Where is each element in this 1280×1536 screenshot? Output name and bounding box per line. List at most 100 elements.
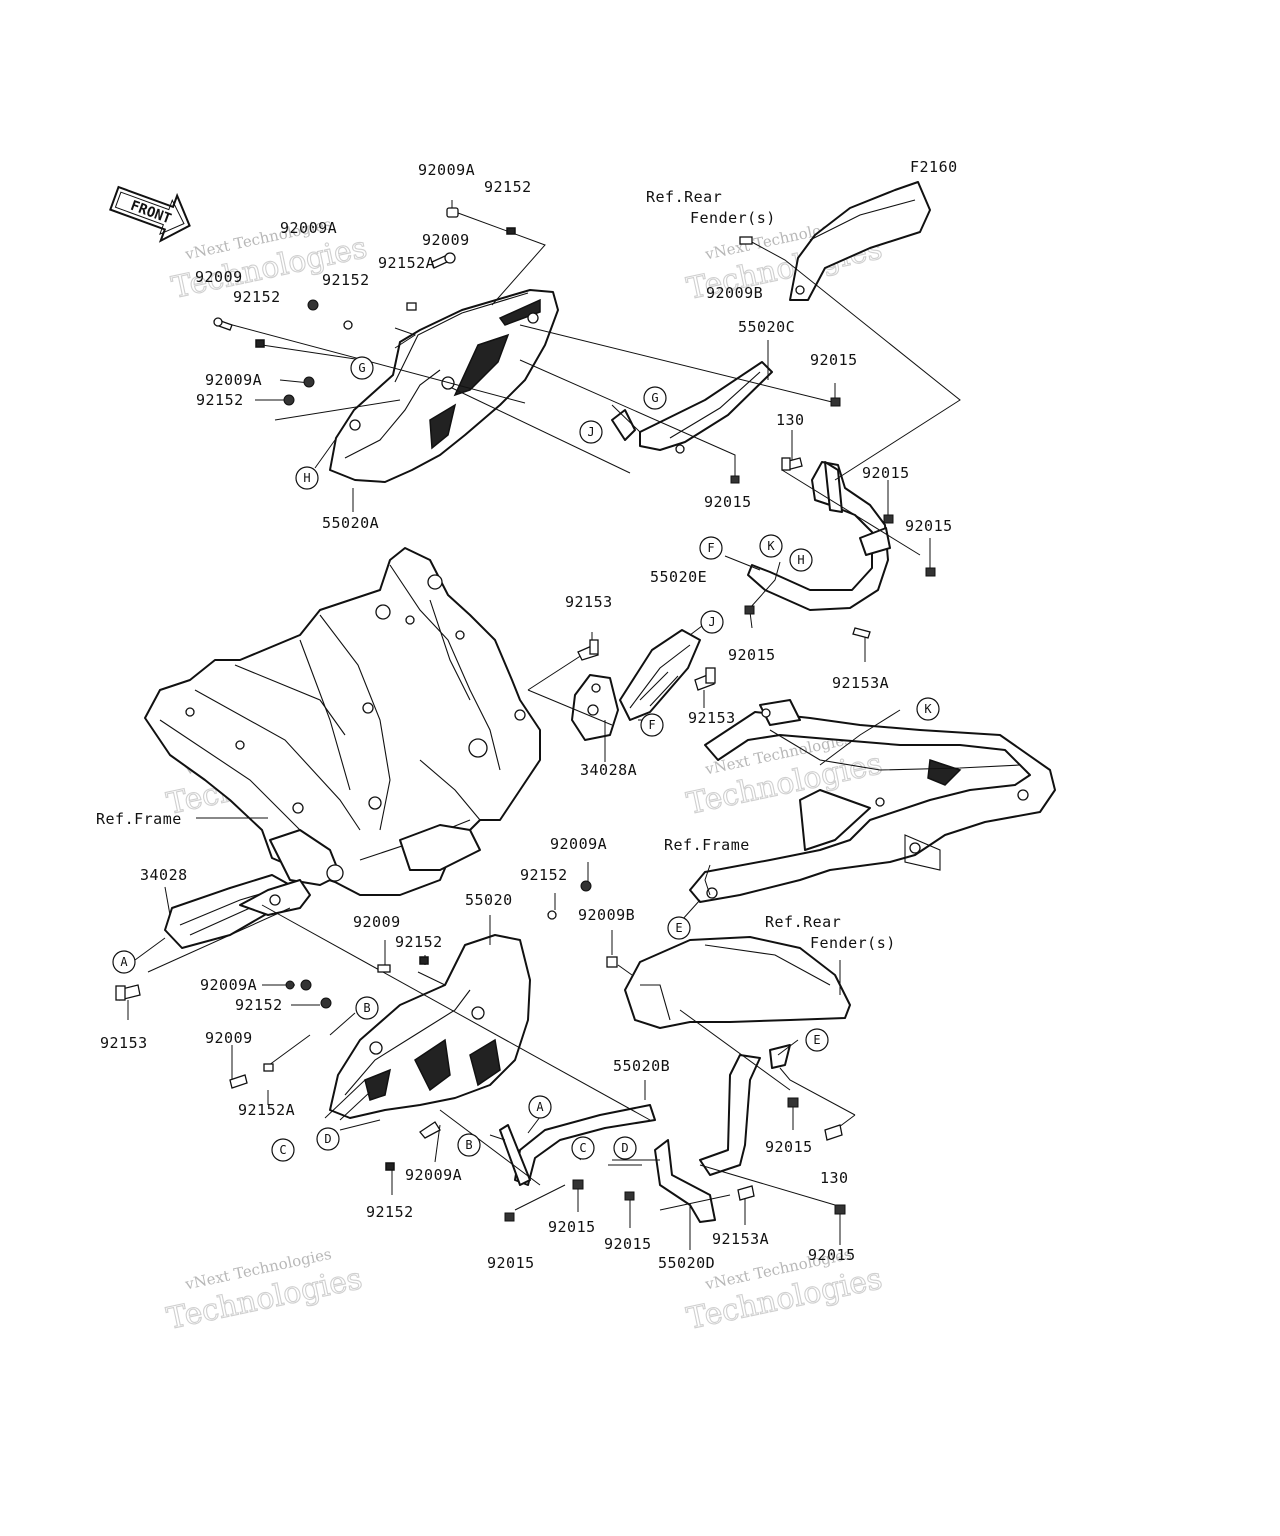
- callout-letter: F: [707, 541, 714, 555]
- bolt-icon: [824, 1124, 843, 1141]
- part-label: 55020B: [613, 1057, 670, 1075]
- side-cover-lower-55020: [329, 934, 531, 1119]
- part-label: 92015: [728, 646, 776, 664]
- side-cover-upper-55020A: [329, 289, 559, 483]
- callout-H: H: [295, 466, 319, 490]
- part-label: 55020D: [658, 1254, 715, 1272]
- part-label: 92015: [808, 1246, 856, 1264]
- part-label: Ref.Rear: [765, 913, 841, 931]
- callout-letter: A: [536, 1100, 544, 1114]
- part-label: 92152: [233, 288, 281, 306]
- part-label: 92009A: [418, 161, 475, 179]
- part-label: 92153A: [712, 1230, 769, 1248]
- washer-icon: [406, 302, 417, 311]
- part-label: 92015: [604, 1235, 652, 1253]
- rear-subframe: [689, 699, 1056, 903]
- bolt-icon: [115, 984, 141, 1001]
- callout-letter: C: [579, 1141, 586, 1155]
- callout-A: A: [112, 950, 136, 974]
- part-label: 92009A: [205, 371, 262, 389]
- callout-K: K: [916, 697, 940, 721]
- callout-letter: C: [279, 1143, 286, 1157]
- part-label: 92152: [196, 391, 244, 409]
- callout-letter: H: [797, 553, 804, 567]
- figure-code: F2160: [910, 158, 958, 176]
- part-label: 130: [820, 1169, 849, 1187]
- washer-icon: [547, 910, 557, 920]
- bolt-icon: [446, 207, 459, 218]
- part-label: 34028A: [580, 761, 637, 779]
- bolt-icon: [431, 252, 456, 269]
- callout-letter: G: [651, 391, 658, 405]
- callout-letter: B: [465, 1138, 472, 1152]
- nut-icon: [925, 567, 936, 577]
- washer-icon: [385, 1162, 395, 1171]
- washer-icon: [343, 320, 353, 330]
- bracket-55020D: [654, 1044, 791, 1223]
- callout-C: C: [571, 1136, 595, 1160]
- bolt-icon: [377, 964, 391, 973]
- footpeg-34028: [164, 874, 311, 949]
- front-arrow-icon: FRONT: [109, 185, 191, 243]
- part-label: 92015: [704, 493, 752, 511]
- part-label: Ref.Rear: [646, 188, 722, 206]
- callout-letter: E: [813, 1033, 820, 1047]
- part-label: 92153A: [832, 674, 889, 692]
- part-label: 92152: [322, 271, 370, 289]
- bolt-icon: [737, 1185, 755, 1201]
- part-label: 92009: [353, 913, 401, 931]
- callout-J: J: [700, 610, 724, 634]
- nut-icon: [730, 475, 740, 484]
- part-label: 34028: [140, 866, 188, 884]
- callout-G: G: [643, 386, 667, 410]
- callout-B: B: [355, 996, 379, 1020]
- nut-icon: [285, 980, 295, 990]
- bolt-icon: [213, 317, 233, 331]
- bolt-icon: [229, 1074, 248, 1089]
- callout-F: F: [699, 536, 723, 560]
- footpeg-34028A: [571, 629, 701, 741]
- part-label: 92009: [195, 268, 243, 286]
- nut-icon: [303, 376, 315, 388]
- nut-icon: [830, 397, 841, 407]
- part-label: 92153: [565, 593, 613, 611]
- callout-letter: K: [924, 702, 932, 716]
- part-label: 92153: [688, 709, 736, 727]
- washer-icon: [255, 339, 265, 348]
- bolt-icon: [781, 457, 803, 471]
- nut-icon: [883, 514, 894, 524]
- part-label: Fender(s): [810, 934, 896, 952]
- callout-letter: D: [324, 1132, 331, 1146]
- callout-E: E: [805, 1028, 829, 1052]
- part-label: 92009B: [706, 284, 763, 302]
- part-label: 92015: [487, 1254, 535, 1272]
- callout-H: H: [789, 548, 813, 572]
- part-label: 92009A: [280, 219, 337, 237]
- callout-D: D: [316, 1127, 340, 1151]
- bracket-55020C: [611, 361, 773, 454]
- part-label: 92152: [235, 996, 283, 1014]
- bolt-icon: [577, 639, 599, 661]
- bolt-icon: [739, 236, 753, 245]
- part-label: 92015: [862, 464, 910, 482]
- part-labels: 92009A 92152 92009 92009A 92152A 92152 9…: [96, 161, 952, 1272]
- nut-icon: [504, 1212, 515, 1222]
- part-label: 55020A: [322, 514, 379, 532]
- part-label: 92009: [205, 1029, 253, 1047]
- part-label: Fender(s): [690, 209, 776, 227]
- nut-icon: [307, 299, 319, 311]
- nut-icon: [787, 1097, 799, 1108]
- rear-fender-lower: [624, 936, 851, 1029]
- nut-icon: [744, 605, 755, 615]
- part-label: 92009A: [200, 976, 257, 994]
- rear-fender-upper: [789, 181, 931, 301]
- part-label: 92152: [395, 933, 443, 951]
- part-label: 92152: [520, 866, 568, 884]
- callout-letter: H: [303, 471, 310, 485]
- nut-icon: [624, 1191, 635, 1201]
- part-label: 92152A: [238, 1101, 295, 1119]
- part-label: 92009: [422, 231, 470, 249]
- leader-lines: [127, 200, 961, 1250]
- part-label: 55020: [465, 891, 513, 909]
- callout-B: B: [457, 1133, 481, 1157]
